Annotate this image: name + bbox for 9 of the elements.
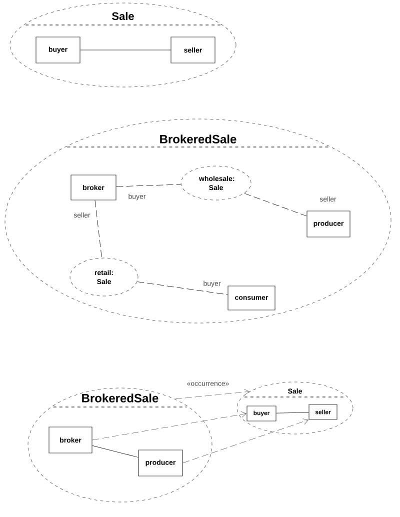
connector — [174, 388, 250, 400]
connector — [116, 184, 182, 187]
connector — [244, 193, 307, 216]
connector — [136, 281, 228, 295]
connector — [92, 445, 138, 458]
connector — [276, 412, 309, 414]
connector — [92, 411, 246, 440]
connector — [94, 200, 102, 258]
connector — [182, 418, 308, 464]
